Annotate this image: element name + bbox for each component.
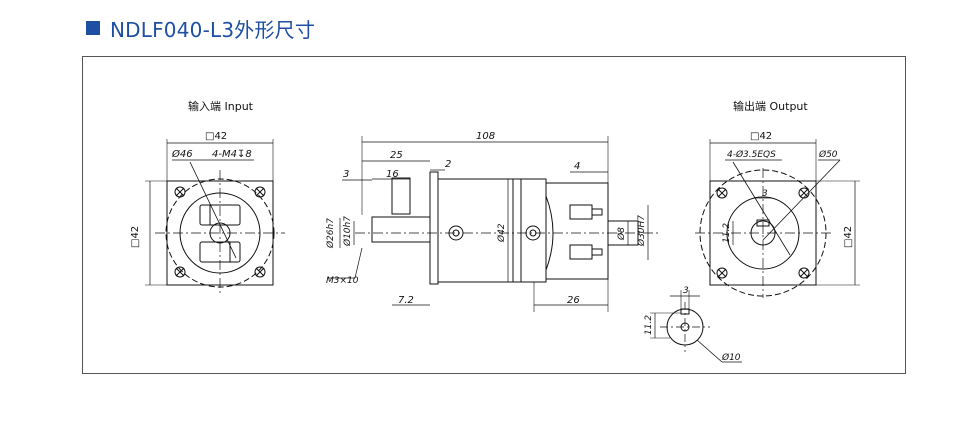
output-d50: Ø50: [818, 149, 838, 160]
detail-key3: 3: [683, 286, 689, 296]
input-shaft: [371, 216, 431, 243]
dim-d30: Ø30H7: [636, 215, 647, 247]
dim-4: 4: [574, 161, 580, 172]
side-view: [328, 136, 660, 312]
dim-2: 2: [445, 159, 451, 170]
dim-108: 108: [476, 131, 495, 142]
dim-16: 16: [386, 169, 399, 180]
input-sq42: □42: [205, 131, 227, 142]
output-sq42: □42: [750, 131, 772, 142]
input-title: 输入端 Input: [188, 99, 254, 113]
dim-d26: Ø26h7: [325, 218, 336, 249]
detail-d10: Ø10: [721, 352, 741, 363]
shaft-detail: [650, 290, 742, 363]
section-title: NDLF040-L3外形尺寸: [110, 17, 316, 42]
output-holes: 4-Ø3.5EQS: [727, 149, 776, 160]
output-title: 输出端 Output: [733, 99, 808, 113]
dim-26: 26: [567, 295, 580, 306]
dim-25: 25: [390, 150, 403, 161]
input-corner-holes: [174, 186, 266, 278]
input-d46: Ø46: [171, 148, 193, 160]
detail-key112: 11.2: [644, 315, 654, 335]
input-side-dim: □42: [130, 226, 141, 248]
output-view: [695, 139, 860, 298]
dim-m3: M3×10: [326, 276, 359, 286]
output-side-dim: □42: [843, 226, 854, 248]
dim-7-2: 7.2: [398, 295, 414, 306]
output-key112: 11.2: [722, 223, 732, 243]
input-holes: 4-M4↧8: [212, 149, 252, 160]
dim-d10: Ø10h7: [342, 216, 353, 247]
dim-d42: Ø42: [496, 223, 507, 243]
drawing-frame: [82, 56, 906, 374]
output-corner-holes: [716, 187, 810, 279]
header-square-icon: [86, 21, 100, 35]
output-housing: [545, 182, 609, 280]
input-view: [145, 139, 285, 296]
section-header: NDLF040-L3外形尺寸: [86, 14, 315, 42]
dim-d8: Ø8: [616, 227, 627, 241]
dim-3: 3: [343, 169, 349, 180]
output-key3: 3: [762, 189, 768, 199]
